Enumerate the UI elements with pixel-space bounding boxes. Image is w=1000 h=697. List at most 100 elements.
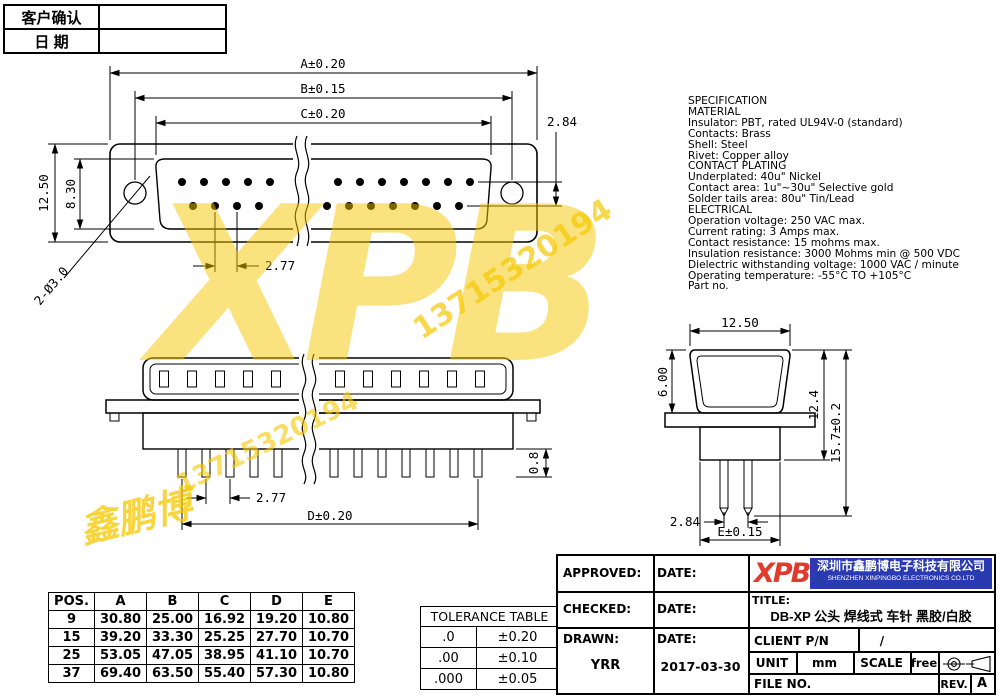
pos-cell: 10.70 [302,628,355,647]
date-label: DATE: [657,632,697,646]
pos-cell: 30.80 [94,610,147,629]
dim-c-label: C±0.20 [300,106,345,121]
table-row: 25 53.05 47.05 38.95 41.10 10.70 [48,646,355,665]
divider [653,556,655,693]
connector-end-outline [664,349,816,518]
dim-pin-length-label: 0.8 [526,452,541,475]
pos-cell: 10.80 [302,664,355,683]
pos-cell: 27.70 [250,628,303,647]
table-row: 9 30.80 25.00 16.92 19.20 10.80 [48,610,355,629]
pos-cell: 41.10 [250,646,303,665]
scale-label: SCALE [860,656,903,670]
dim-shell-depth-label: 6.00 [655,367,670,397]
table-header-row: POS. A B C D E [48,592,355,611]
pos-dimension-table: POS. A B C D E 9 30.80 25.00 16.92 19.20… [48,592,355,683]
approved-label: APPROVED: [563,566,642,580]
drawing-title: DB-XP 公头 焊线式 车针 黑胶/白胶 [770,609,972,624]
side-view-drawing: 0.8 2.77 D±0.20 [105,352,552,530]
drawn-label: DRAWN: [563,632,620,646]
pos-header: POS. [48,592,95,611]
dim-pin-pitch-label: 2.77 [256,490,286,505]
dim-h2-label: 15.7±0.2 [828,403,843,463]
side-view-dimension-lines [181,448,552,530]
pos-cell: 15 [48,628,95,647]
divider [853,651,855,673]
dim-mounting-hole-label: 2-Ø3.0 [31,264,72,308]
rev-value: A [976,676,988,691]
end-view-dimension-lines [666,324,852,546]
table-row: 15 39.20 33.30 25.25 27.70 10.70 [48,628,355,647]
dim-height-label: 12.50 [36,174,51,212]
table-row: 37 69.40 63.50 55.40 57.30 10.80 [48,664,355,683]
drawn-date-value: 2017-03-30 [660,659,741,674]
connector-side-outline [105,357,541,478]
connector-pins [178,178,474,210]
dim-b-label: B±0.15 [300,81,345,96]
company-logo: XPB [754,558,811,589]
title-label: TITLE: [752,594,791,607]
divider [748,651,994,653]
table-row: .00 ±0.10 [420,647,559,669]
pos-cell: 9 [48,610,95,629]
pos-header: D [250,592,303,611]
connector-front-outline [109,143,538,243]
pos-cell: 63.50 [146,664,199,683]
unit-label: UNIT [755,656,789,670]
pos-cell: 16.92 [198,610,251,629]
drawn-value: YRR [590,658,621,673]
scale-value: free [910,656,938,670]
pos-cell: 39.20 [94,628,147,647]
title-block: APPROVED: DATE: CHECKED: DATE: DRAWN: YR… [556,554,996,695]
divider [748,556,750,693]
specification-text: SPECIFICATION MATERIAL Insulator: PBT, r… [688,95,960,293]
table-row: .000 ±0.05 [420,668,559,690]
pos-cell: 38.95 [198,646,251,665]
pos-cell: 55.40 [198,664,251,683]
client-pn-value: / [879,634,885,648]
divider [858,627,860,651]
tolerance-table: TOLERANCE TABLE .0 ±0.20 .00 ±0.10 .000 … [420,606,559,690]
front-view-drawing: A±0.20 B±0.15 C±0.20 2.84 12.50 8.30 2.7… [31,56,577,308]
tolerance-cell: ±0.20 [476,626,559,648]
pos-header: A [94,592,147,611]
pos-header: C [198,592,251,611]
company-name-en: SHENZHEN XINPINGBO ELECTRONICS CO.LTD [827,575,975,582]
tolerance-cell: .00 [420,647,477,669]
customer-confirm-label: 客户确认 [3,4,100,30]
pos-cell: 53.05 [94,646,147,665]
pos-cell: 57.30 [250,664,303,683]
divider [558,591,994,593]
pos-header: E [302,592,355,611]
projection-circle-icon [943,657,965,671]
company-name-box: 深圳市鑫鹏博电子科技有限公司 SHENZHEN XINPINGBO ELECTR… [810,558,992,589]
pos-cell: 37 [48,664,95,683]
customer-confirm-table: 客户确认 日 期 [3,4,227,54]
break-line [299,352,319,485]
pos-cell: 25 [48,646,95,665]
divider [970,673,972,693]
table-row: .0 ±0.20 [420,626,559,648]
divider [910,651,912,673]
checked-label: CHECKED: [563,602,632,616]
date-label: DATE: [657,566,697,580]
end-view-drawing: 12.50 6.00 12.4 15.7±0.2 2.84 E±0.15 [655,316,852,546]
dim-d-label: D±0.20 [307,508,352,523]
dim-row-pitch-label: 2.84 [670,514,700,529]
date-label: DATE: [657,602,697,616]
pos-cell: 69.40 [94,664,147,683]
file-no-label: FILE NO. [754,677,812,691]
divider [748,673,994,675]
dim-h1-label: 12.4 [806,390,821,420]
date-label: 日 期 [3,28,100,54]
unit-value: mm [811,656,837,670]
projection-cone-icon [966,655,991,673]
front-view-dimension-lines [48,66,562,279]
table-header-row: TOLERANCE TABLE [420,606,559,627]
pos-header: B [146,592,199,611]
tolerance-cell: ±0.05 [476,668,559,690]
pos-cell: 10.70 [302,646,355,665]
pos-cell: 25.25 [198,628,251,647]
divider [558,627,994,629]
client-pn-label: CLIENT P/N [754,634,829,648]
